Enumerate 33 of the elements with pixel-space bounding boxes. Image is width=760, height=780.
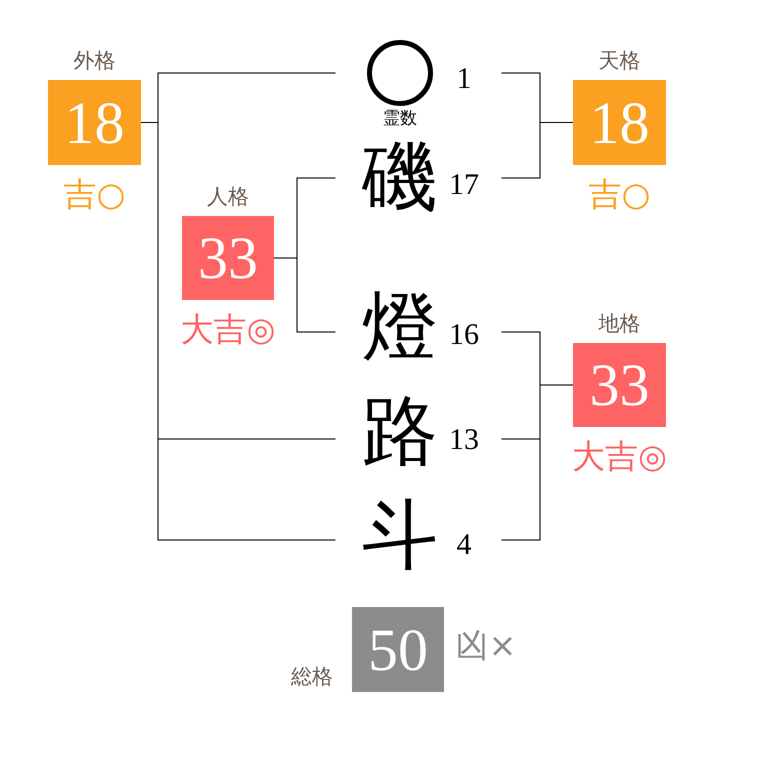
score-tile: 33 — [182, 216, 274, 300]
bracket-line — [540, 332, 574, 540]
stroke-count: 4 — [456, 530, 472, 560]
name-kanji: 磯 — [362, 139, 438, 215]
stroke-count: 13 — [449, 425, 479, 455]
name-kanji: 路 — [362, 393, 438, 469]
bracket-line — [140, 72, 158, 540]
bracket-line — [540, 72, 574, 178]
bracket-line — [502, 72, 540, 74]
grade-label: 総格 — [291, 666, 333, 688]
spirit-number-label: 霊数 — [383, 110, 417, 128]
score-tile: 18 — [48, 80, 141, 165]
fortune-rating: 吉○ — [588, 178, 650, 210]
fortune-rating: 大吉◎ — [572, 440, 667, 472]
score-tile: 18 — [573, 80, 666, 165]
bracket-line — [274, 178, 298, 332]
grade-label: 天格 — [598, 50, 640, 72]
grade-label: 地格 — [598, 314, 640, 334]
stroke-count: 16 — [449, 320, 479, 350]
score-tile: 33 — [573, 343, 666, 427]
bracket-line — [158, 72, 336, 74]
stroke-count: 17 — [449, 170, 479, 200]
bracket-line — [502, 438, 540, 440]
fortune-rating: 吉○ — [64, 178, 126, 210]
grade-label: 外格 — [74, 50, 116, 72]
name-kanji: 斗 — [362, 497, 438, 573]
grade-label: 人格 — [207, 186, 249, 208]
fortune-rating: 大吉◎ — [180, 312, 276, 346]
fortune-rating: 凶× — [456, 628, 516, 662]
score-tile: 50 — [352, 607, 444, 692]
stroke-count: 1 — [456, 64, 472, 94]
name-kanji: 燈 — [362, 288, 438, 364]
bracket-line — [158, 438, 336, 440]
